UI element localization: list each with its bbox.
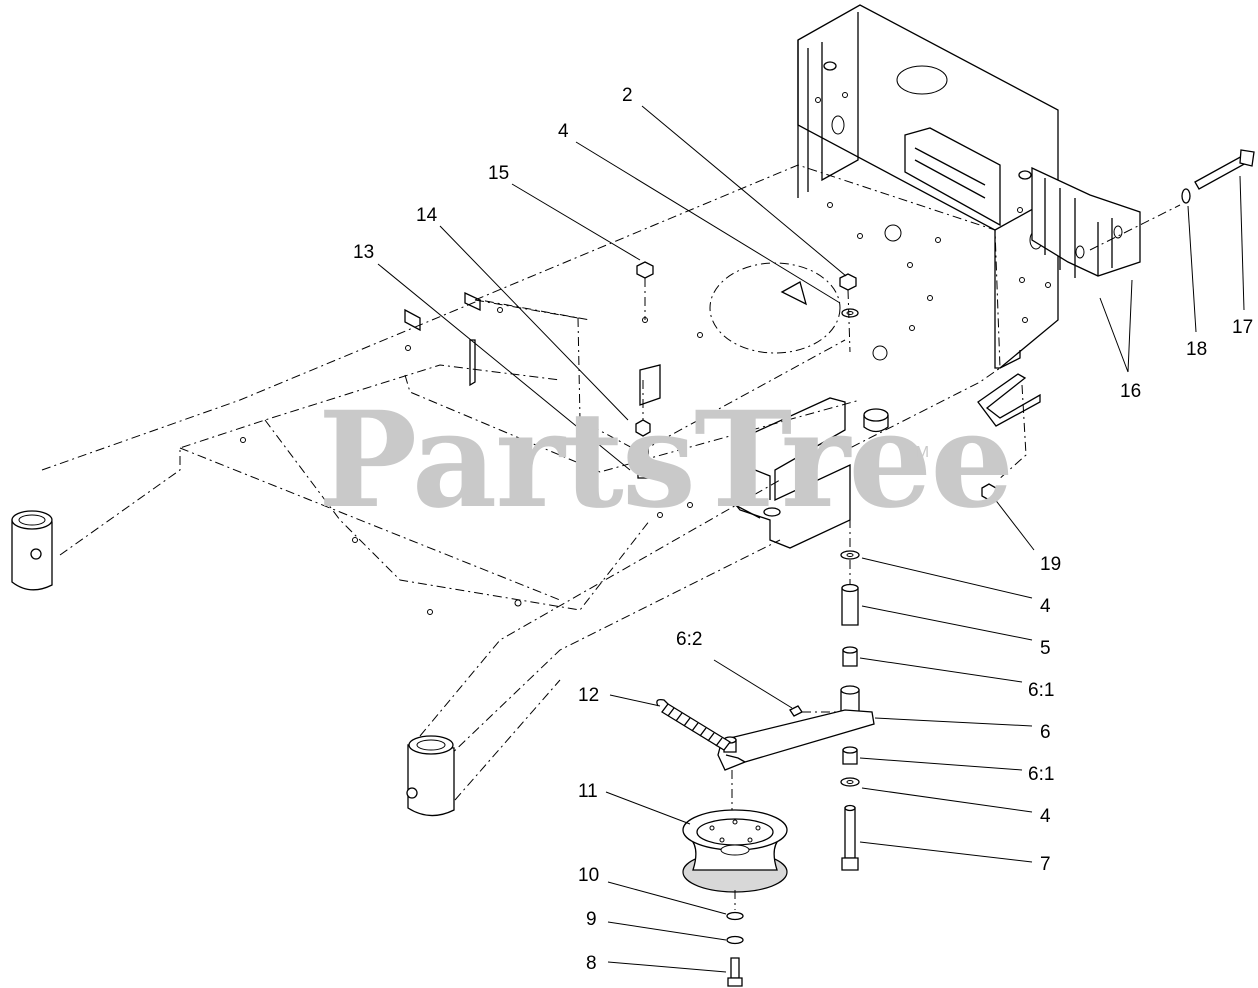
grease-fitting — [789, 705, 840, 717]
extension-spring — [656, 698, 731, 751]
leader-lines — [377, 105, 1245, 973]
callout-8: 8 — [586, 953, 597, 974]
callout-19: 19 — [1040, 554, 1062, 575]
callout-15: 15 — [488, 163, 510, 184]
trademark-mark: TM — [906, 444, 930, 461]
callout-18: 18 — [1186, 339, 1208, 360]
main-deck-plate — [474, 164, 1001, 453]
callout-6-1-lower: 6:1 — [1028, 764, 1055, 785]
rear-tower-frame — [797, 4, 1059, 369]
nut-19 — [981, 483, 997, 501]
callout-10: 10 — [578, 865, 600, 886]
callout-13: 13 — [353, 242, 375, 263]
callout-4-washer-upper: 4 — [1040, 596, 1051, 617]
callout-17: 17 — [1232, 317, 1254, 338]
partstree-watermark: PartsTree — [318, 383, 1014, 538]
callout-2: 2 — [622, 85, 633, 106]
deck-hardware — [636, 261, 859, 353]
bolt-and-washer — [1181, 149, 1255, 204]
front-caster-tube-left — [11, 510, 53, 591]
callout-9: 9 — [586, 909, 597, 930]
callout-7: 7 — [1040, 854, 1051, 875]
callout-4-washer-lower: 4 — [1040, 806, 1051, 827]
callout-6: 6 — [1040, 722, 1051, 743]
counterweight-plates — [1031, 166, 1181, 278]
idler-pulley — [682, 770, 788, 893]
bolt-13-nut-14 — [635, 380, 651, 479]
pulley-hardware — [726, 890, 744, 987]
front-caster-tube-right — [406, 735, 455, 817]
callout-6-1-upper: 6:1 — [1028, 680, 1055, 701]
callout-16: 16 — [1120, 381, 1142, 402]
callout-14: 14 — [416, 205, 438, 226]
callout-4: 4 — [558, 121, 569, 142]
main-frame-rails — [41, 291, 861, 801]
rear-loop-bracket — [977, 373, 1041, 481]
callout-6-2: 6:2 — [676, 629, 703, 650]
callout-5: 5 — [1040, 638, 1051, 659]
callout-11: 11 — [578, 781, 598, 802]
callout-12: 12 — [578, 685, 600, 706]
